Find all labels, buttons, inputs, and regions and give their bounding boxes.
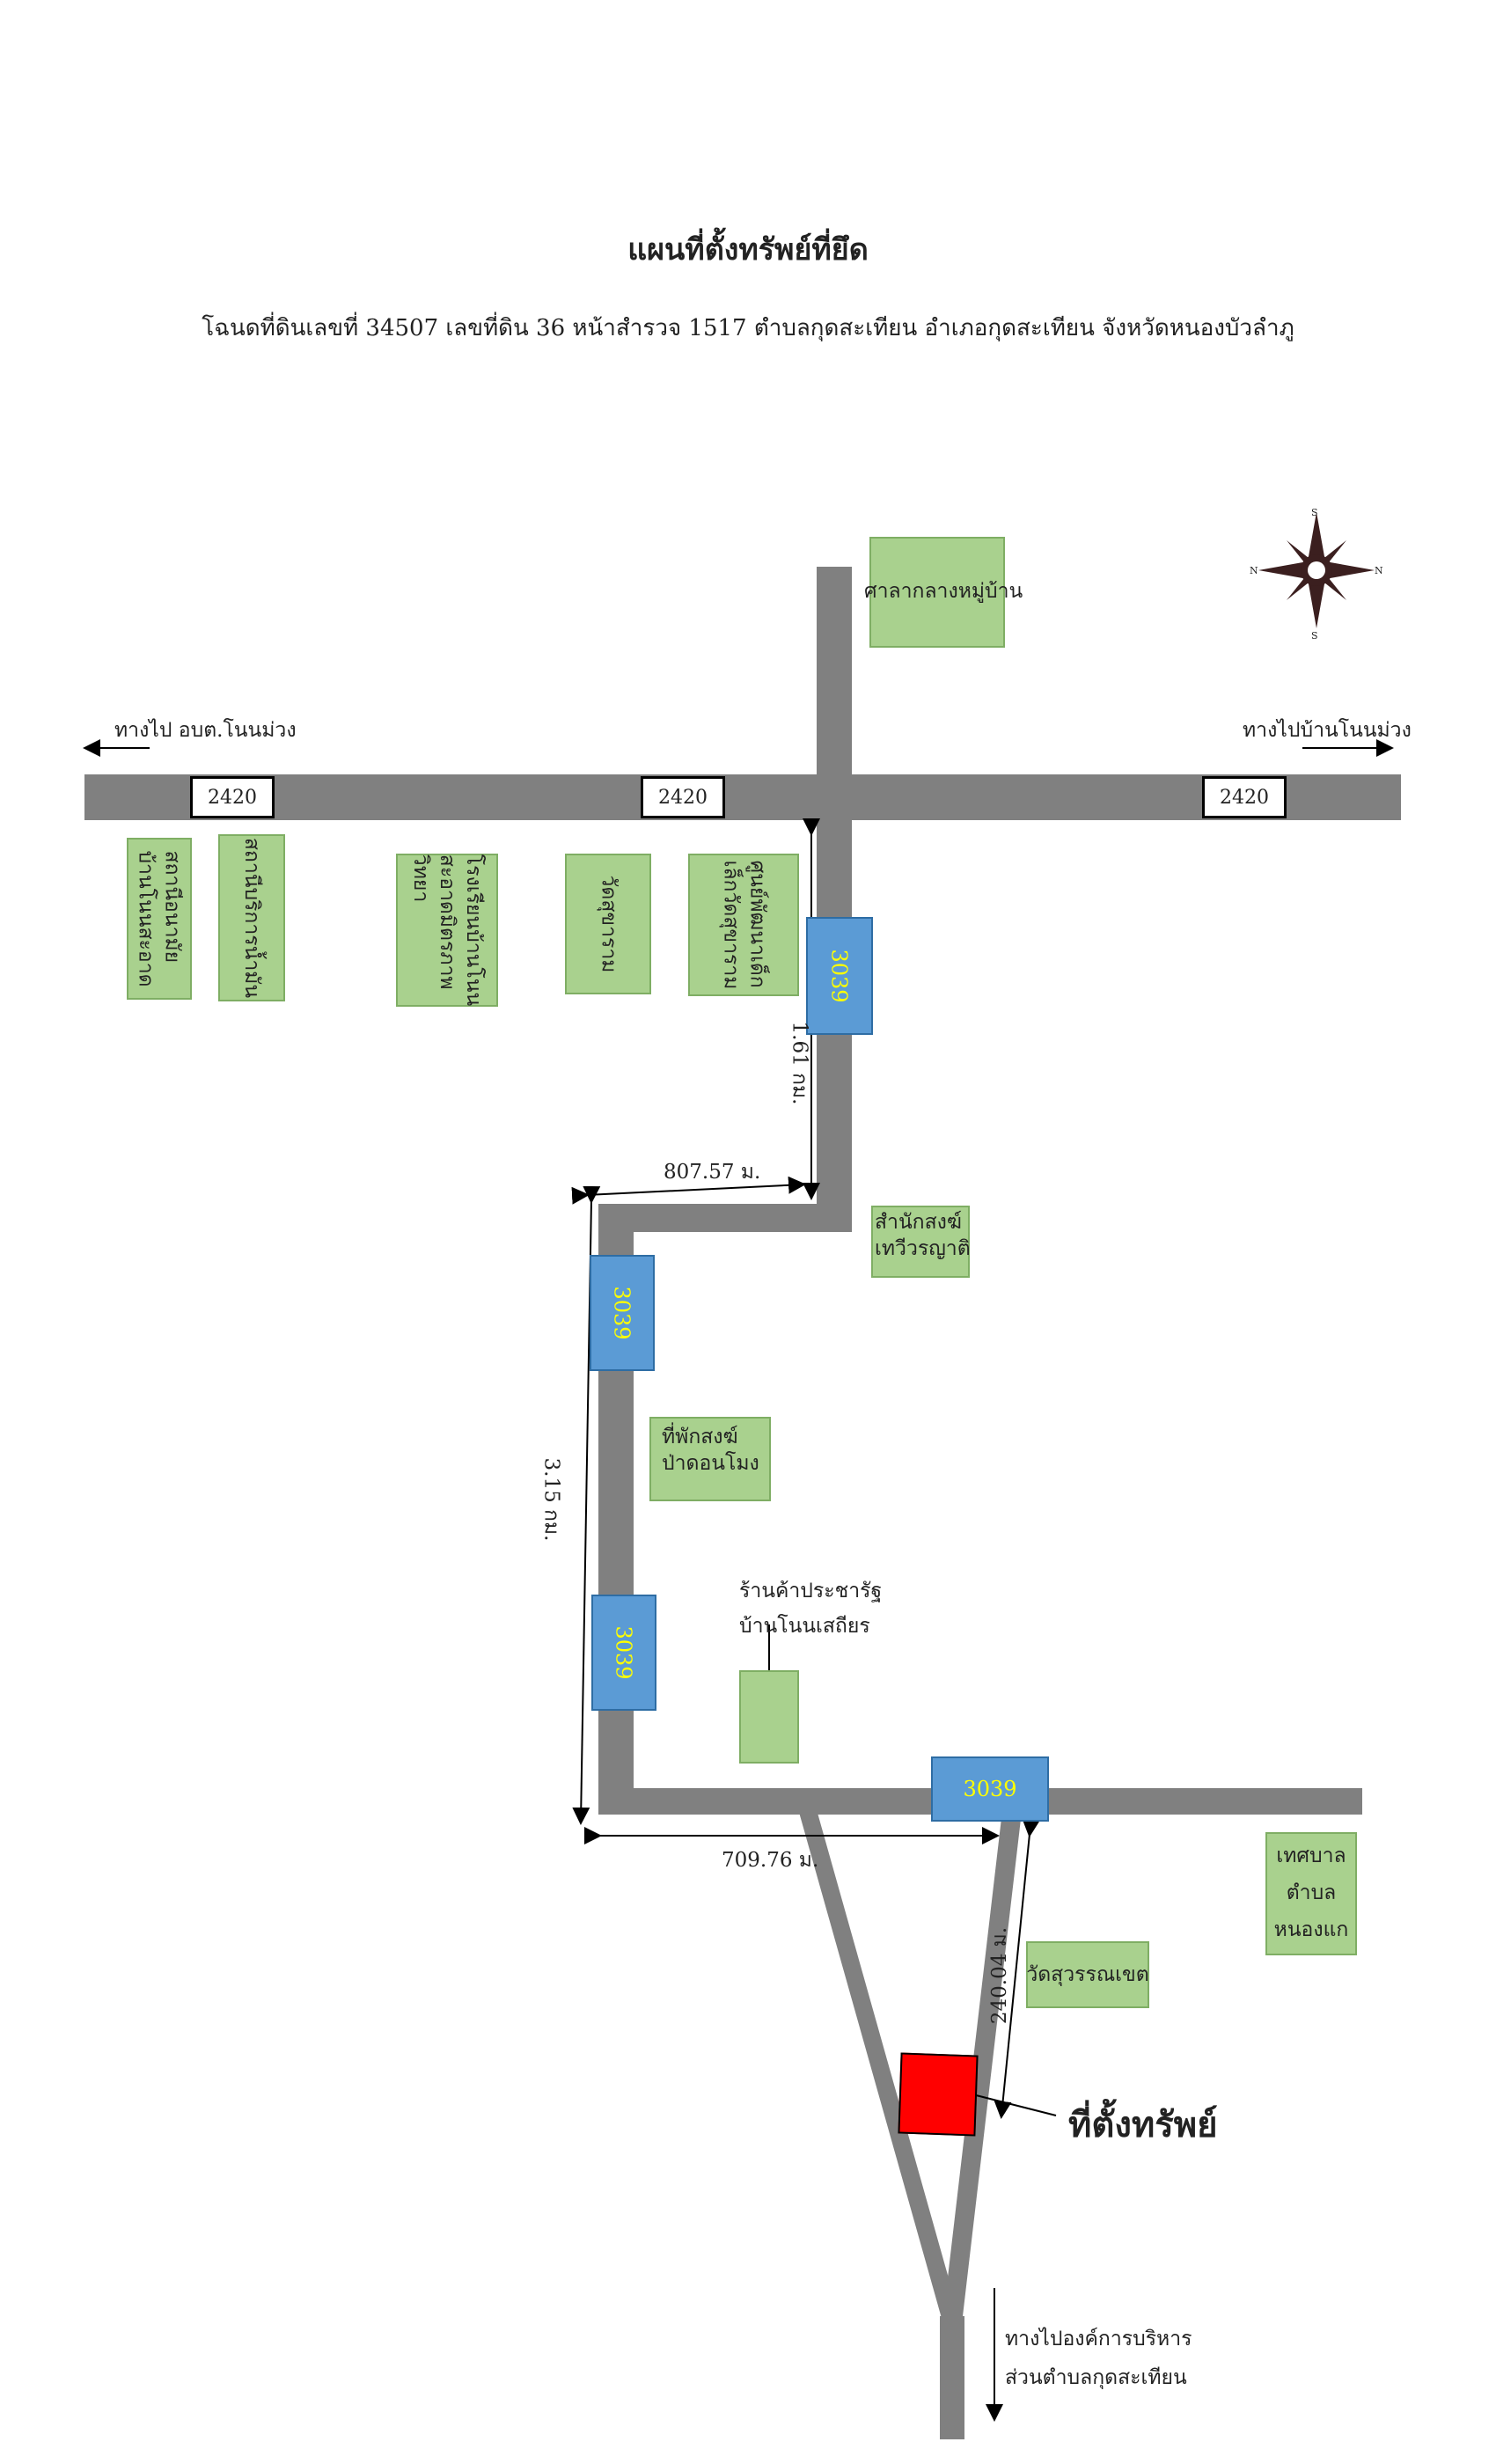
landmark-gas-station: สถานีบริการน้ำมัน xyxy=(218,834,285,1001)
landmark-temple-south: วัดสุวรรณเขต xyxy=(1026,1941,1149,2008)
road-3039-segment-2 xyxy=(598,1204,852,1232)
road-diagonal-west xyxy=(799,1808,961,2326)
landmark-village-hall-label: ศาลากลางหมู่บ้าน xyxy=(864,580,1023,603)
landmark-shop-label: ร้านค้าประชารัฐ บ้านโนนเสถียร xyxy=(739,1580,883,1638)
property-location-marker xyxy=(898,2052,979,2137)
route-2420-tag-west: 2420 xyxy=(190,776,275,818)
distance-label-3: 3.15 กม. xyxy=(539,1457,563,1542)
route-2420-tag-center: 2420 xyxy=(641,776,725,818)
landmark-monk-rest: ที่พักสงฆ์ ป่าดอนโมง xyxy=(649,1417,771,1501)
east-direction-label: ทางไปบ้านโนนม่วง xyxy=(1243,719,1412,742)
landmark-child-center: ศูนย์พัฒนาเด็ก เล็กวัดสุขาราม xyxy=(688,854,799,996)
map-subtitle: โฉนดที่ดินเลขที่ 34507 เลขที่ดิน 36 หน้า… xyxy=(202,315,1294,341)
compass-west-letter: N xyxy=(1250,565,1258,576)
south-direction-label-1: ทางไปองค์การบริหาร xyxy=(1005,2328,1192,2350)
landmark-temple-north: วัดสุขาราม xyxy=(565,854,651,994)
compass-east-letter: N xyxy=(1375,565,1383,576)
landmark-monk-office: สำนักสงฆ์ เทวีวรญาติ xyxy=(871,1206,971,1278)
distance-label-5: 240.04 ม. xyxy=(988,1926,1012,2025)
landmark-shop xyxy=(739,1670,799,1764)
route-3039-tag-1: 3039 xyxy=(806,917,873,1035)
route-2420-tag-east: 2420 xyxy=(1202,776,1287,818)
west-direction-label: ทางไป อบต.โนนม่วง xyxy=(114,719,297,742)
distance-label-1: 1.61 กม. xyxy=(788,1021,811,1105)
compass-south-letter: S xyxy=(1311,630,1318,642)
compass-rose-icon xyxy=(1258,512,1375,628)
landmark-municipality: เทศบาล ตำบล หนองแก xyxy=(1265,1832,1357,1955)
route-3039-tag-2: 3039 xyxy=(590,1255,655,1371)
compass-north-letter: S xyxy=(1311,507,1318,518)
south-direction-label-2: ส่วนตำบลกุดสะเทียน xyxy=(1005,2366,1187,2389)
road-2420 xyxy=(84,774,1401,820)
landmark-school: โรงเรียนบ้านโนน สะอาดมิตรภาพ วิทยา xyxy=(396,854,498,1007)
route-3039-tag-3: 3039 xyxy=(591,1595,656,1711)
distance-line-2 xyxy=(571,1176,806,1205)
landmark-village-hall xyxy=(869,537,1005,648)
distance-line-5 xyxy=(994,1819,1040,2119)
road-3039-north-spur xyxy=(817,567,852,774)
road-south-stem xyxy=(940,2316,964,2439)
landmark-health-station: สถานีอนามัย บ้านโนนสะอาด xyxy=(127,838,192,1000)
route-3039-tag-4: 3039 xyxy=(931,1756,1049,1822)
distance-label-2: 807.57 ม. xyxy=(664,1161,761,1184)
map-title: แผนที่ตั้งทรัพย์ที่ยึด xyxy=(627,232,869,268)
property-location-label: ที่ตั้งทรัพย์ xyxy=(1068,2104,1218,2145)
distance-label-4: 709.76 ม. xyxy=(722,1849,819,1872)
